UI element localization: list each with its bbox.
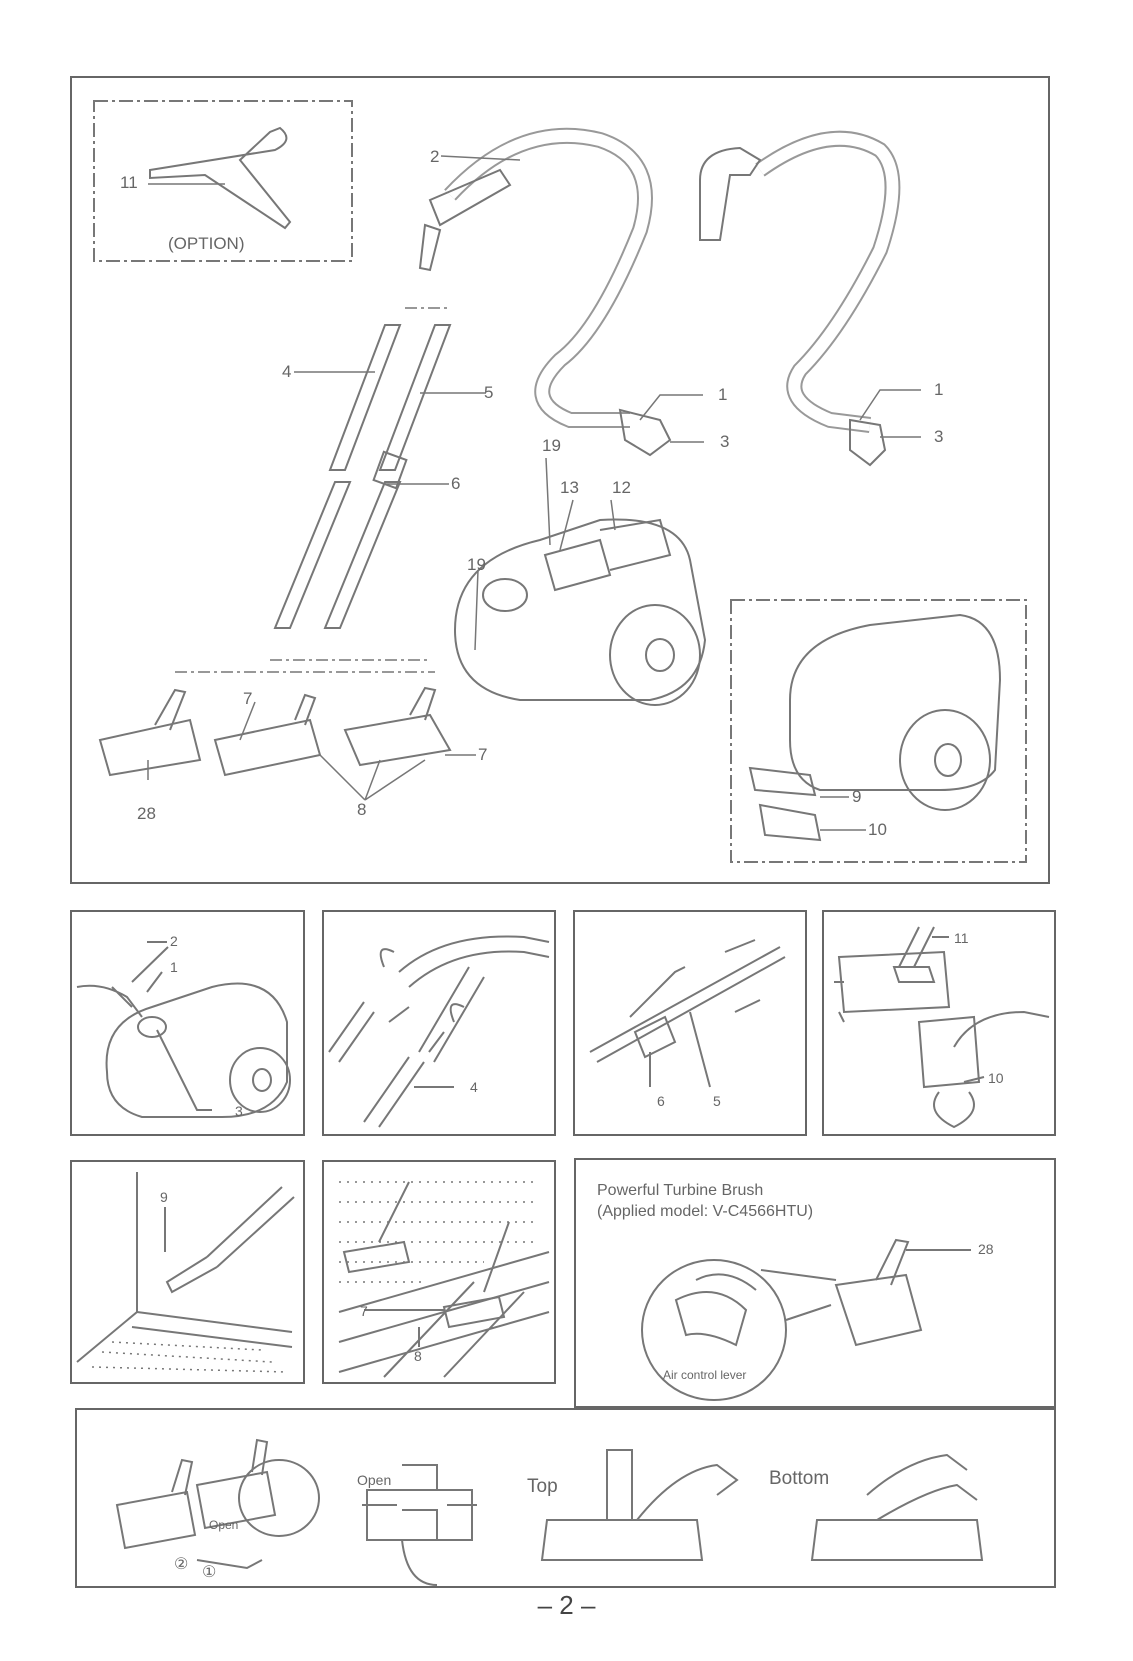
label-4: 4: [282, 362, 291, 382]
combination-nozzle-icon: [345, 688, 450, 765]
p2-label-4: 4: [470, 1079, 478, 1095]
option-label: (OPTION): [168, 234, 245, 254]
vacuum-rear-icon: [790, 615, 1000, 790]
label-6: 6: [451, 474, 460, 494]
turbine-label-28: 28: [978, 1241, 994, 1257]
p3-label-6: 6: [657, 1093, 665, 1109]
turbine-title: Powerful Turbine Brush: [597, 1182, 763, 1200]
open-label-2: Open: [209, 1518, 238, 1532]
p4-label-11: 11: [954, 930, 969, 946]
floor-nozzle-icon: [215, 695, 320, 775]
p3-label-5: 5: [713, 1093, 721, 1109]
hose-handle-left: [420, 170, 510, 270]
label-9: 9: [852, 787, 861, 807]
label-3-left: 3: [720, 432, 729, 452]
turbine-brush-icon: [100, 690, 200, 775]
step-panel-5: 9: [70, 1160, 305, 1384]
p4-label-10: 10: [988, 1070, 1004, 1086]
label-19-top: 19: [542, 436, 561, 456]
p1-label-1: 1: [170, 959, 178, 975]
dusting-brush-icon: [760, 805, 820, 840]
label-8: 8: [357, 800, 366, 820]
p5-label-9: 9: [160, 1189, 168, 1205]
label-1-left: 1: [718, 385, 727, 405]
top-view-label: Top: [527, 1476, 558, 1498]
step-panel-2: 4: [322, 910, 556, 1136]
label-1-right: 1: [934, 380, 943, 400]
tube-upper-left: [330, 325, 400, 470]
step-1-marker: ①: [202, 1562, 216, 1582]
step-panel-1: 2 1 3: [70, 910, 305, 1136]
label-11: 11: [120, 173, 138, 193]
upholstery-tool-icon: [150, 128, 290, 228]
brush-cleaning-panel: Open Open ② ① Top Bottom: [75, 1408, 1056, 1588]
label-10: 10: [868, 820, 887, 840]
label-28: 28: [137, 804, 156, 824]
p6-label-7: 7: [360, 1303, 368, 1319]
label-3-right: 3: [934, 427, 943, 447]
step-panel-3: 6 5: [573, 910, 807, 1136]
wheel-icon: [610, 605, 700, 705]
telescopic-tube-lower: [325, 482, 400, 628]
step-2-marker: ②: [174, 1554, 188, 1574]
label-19-side: 19: [467, 555, 486, 575]
page-number: – 2 –: [0, 1590, 1133, 1621]
telescopic-tube-upper: [380, 325, 450, 470]
hose-right-icon: [760, 139, 893, 425]
label-13: 13: [560, 478, 579, 498]
p6-label-8: 8: [414, 1348, 422, 1364]
turbine-subtitle: (Applied model: V-C4566HTU): [597, 1203, 813, 1221]
hose-handle-right: [700, 148, 760, 240]
step-panel-6: 7 8: [322, 1160, 556, 1384]
open-label-1: Open: [357, 1472, 391, 1488]
bottom-view-label: Bottom: [769, 1468, 829, 1490]
label-2: 2: [430, 147, 439, 167]
label-5: 5: [484, 383, 493, 403]
p1-label-2: 2: [170, 933, 178, 949]
label-12: 12: [612, 478, 631, 498]
label-7-left: 7: [243, 689, 252, 709]
tube-lower-left: [275, 482, 350, 628]
p1-label-3: 3: [235, 1103, 243, 1119]
turbine-brush-panel: Powerful Turbine Brush (Applied model: V…: [574, 1158, 1056, 1408]
air-control-label: Air control lever: [663, 1368, 746, 1382]
label-7-right: 7: [478, 745, 487, 765]
step-panel-4: 11 10: [822, 910, 1056, 1136]
